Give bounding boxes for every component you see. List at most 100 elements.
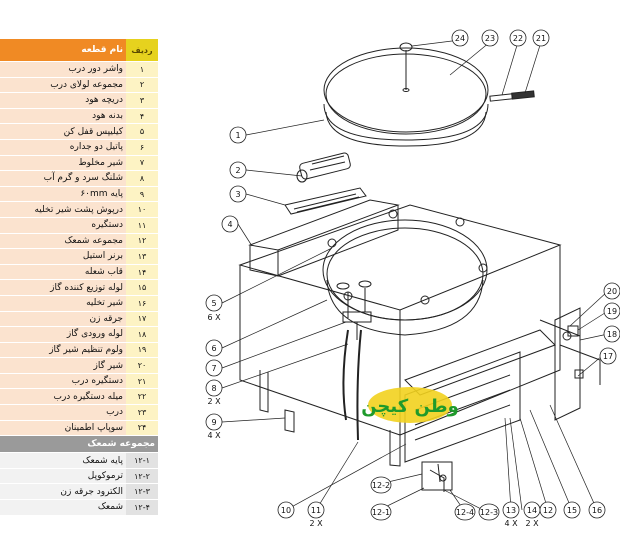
callout-circle: [588, 501, 606, 519]
part-number: ۲۴: [126, 420, 158, 437]
cabinet: [238, 204, 581, 467]
quantity-label: 6 X: [207, 313, 221, 322]
callout-label: 13: [506, 506, 516, 515]
part-number: ۲۳: [126, 404, 158, 421]
callout-circle: [509, 29, 527, 47]
part-number: ۳: [126, 92, 158, 109]
part-number: ۱۱: [126, 217, 158, 234]
quantity-label: 4 X: [504, 519, 518, 528]
callout-circle: [532, 29, 550, 47]
callout-circle: [502, 501, 520, 519]
callout-circle: [205, 359, 223, 377]
callout-circle: [205, 379, 223, 397]
part-name: مجموعه لولای درب: [0, 77, 126, 94]
part-name: الکترود جرقه زن: [0, 483, 126, 501]
hood-body: [248, 199, 400, 277]
part-name: قاب شعله: [0, 264, 126, 281]
header-number: ردیف: [126, 39, 158, 62]
part-number: ۱۰: [126, 201, 158, 218]
callout-label: 12: [543, 506, 553, 515]
callout-label: 12-4: [456, 508, 474, 517]
callout-circle: [229, 161, 247, 179]
part-name: مجموعه شمعک: [0, 233, 126, 250]
part-name: درب: [0, 404, 126, 421]
part-name: جرقه زن: [0, 311, 126, 328]
subtable-title: مجموعه شمعک: [0, 435, 158, 454]
callout-label: 12-1: [372, 508, 390, 517]
part-number: ۱۲-۱: [126, 452, 158, 469]
part-name: دستگیره: [0, 217, 126, 234]
callout-circle: [307, 501, 325, 519]
part-number: ۲: [126, 77, 158, 94]
part-name: پایه شمعک: [0, 452, 126, 469]
part-name: دستگیره درب: [0, 373, 126, 390]
part-number: ۸: [126, 170, 158, 187]
callout-label: 18: [607, 330, 617, 339]
logo-graphic: [368, 387, 452, 423]
exploded-diagram: وطن کیچن 1234567891011121314151617181920…: [205, 29, 620, 528]
quantity-label: 2 X: [309, 519, 323, 528]
callout-label: 22: [513, 34, 523, 43]
part-name: لوله ورودی گاز: [0, 326, 126, 343]
part-number: ۱۲-۳: [126, 483, 158, 501]
part-name: شمعک: [0, 499, 126, 516]
callout-label: 21: [536, 34, 546, 43]
gas-pipes: [539, 319, 601, 385]
callout-circle: [481, 29, 499, 47]
callout-circle: [599, 347, 617, 365]
callout-label: 9: [211, 418, 216, 427]
callout-circle: [277, 501, 295, 519]
callout-circle: [603, 325, 620, 343]
callout-circle: [205, 413, 223, 431]
lid: [323, 42, 535, 147]
callout-label: 17: [603, 352, 613, 361]
header-name: نام قطعه: [0, 39, 126, 62]
callout-circle: [221, 215, 239, 233]
callout-label: 24: [455, 34, 465, 43]
subtable-header-row: مجموعه شمعک: [0, 435, 158, 454]
mixing-faucet: [336, 280, 372, 441]
quantity-label: 2 X: [525, 519, 539, 528]
part-name: سوپاپ اطمینان: [0, 420, 126, 437]
part-name: شیر تخلیه: [0, 295, 126, 312]
part-number: ۱۳: [126, 248, 158, 265]
callout-circle: [370, 476, 392, 494]
part-number: ۲۲: [126, 388, 158, 406]
part-number: ۶: [126, 139, 158, 156]
callout-label: 4: [227, 220, 232, 229]
quantity-label: 4 X: [207, 431, 221, 440]
part-name: درپوش پشت شیر تخلیه: [0, 201, 126, 218]
part-number: ۱۲: [126, 233, 158, 250]
callout-label: 23: [485, 34, 495, 43]
part-name: دریچه هود: [0, 92, 126, 109]
part-number: ۲۰: [126, 357, 158, 374]
callout-label: 14: [527, 506, 537, 515]
part-number: ۱۵: [126, 279, 158, 296]
callout-label: 11: [311, 506, 321, 515]
callout-circle: [229, 126, 247, 144]
part-name: شلنگ سرد و گرم آب: [0, 170, 126, 187]
table-header-row: ردیف نام قطعه: [0, 39, 158, 62]
callout-label: 10: [281, 506, 291, 515]
part-name: بدنه هود: [0, 108, 126, 125]
part-name: ولوم تنظیم شیر گاز: [0, 342, 126, 359]
